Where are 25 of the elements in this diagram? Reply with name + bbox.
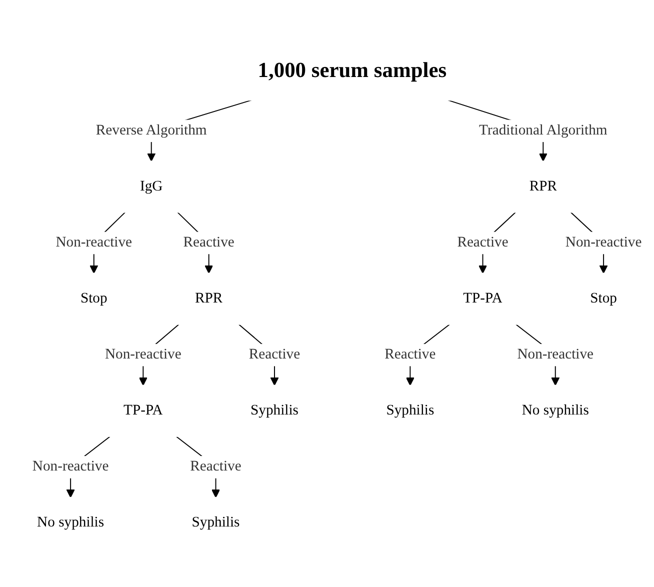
edge-label: Non-reactive	[32, 458, 109, 474]
node-text: TP-PA	[463, 290, 502, 306]
edge-label: Reverse Algorithm	[96, 122, 207, 138]
node-text: 1,000 serum samples	[258, 57, 447, 82]
edge-label: Non-reactive	[517, 346, 594, 362]
node-text: No syphilis	[37, 514, 104, 530]
node-text: No syphilis	[522, 402, 589, 418]
edge-label: Reactive	[248, 346, 300, 362]
node-text: RPR	[195, 290, 223, 306]
node-text: Syphilis	[192, 514, 240, 530]
edge-label: Non-reactive	[105, 346, 182, 362]
node-text: IgG	[140, 178, 163, 194]
node-text: Stop	[590, 290, 617, 306]
node-text: Stop	[80, 290, 108, 306]
edge-label: Reactive	[457, 234, 508, 250]
edge-label: Reactive	[183, 234, 234, 250]
edge-label: Reactive	[190, 458, 242, 474]
edge-label: Reactive	[384, 346, 436, 362]
node-text: RPR	[529, 178, 557, 194]
node-text: TP-PA	[124, 402, 163, 418]
node-text: Syphilis	[386, 402, 434, 418]
edge-label: Non-reactive	[56, 234, 132, 250]
edge-label: Traditional Algorithm	[479, 122, 608, 138]
edge-label: Non-reactive	[565, 234, 642, 250]
node-text: Syphilis	[250, 402, 298, 418]
